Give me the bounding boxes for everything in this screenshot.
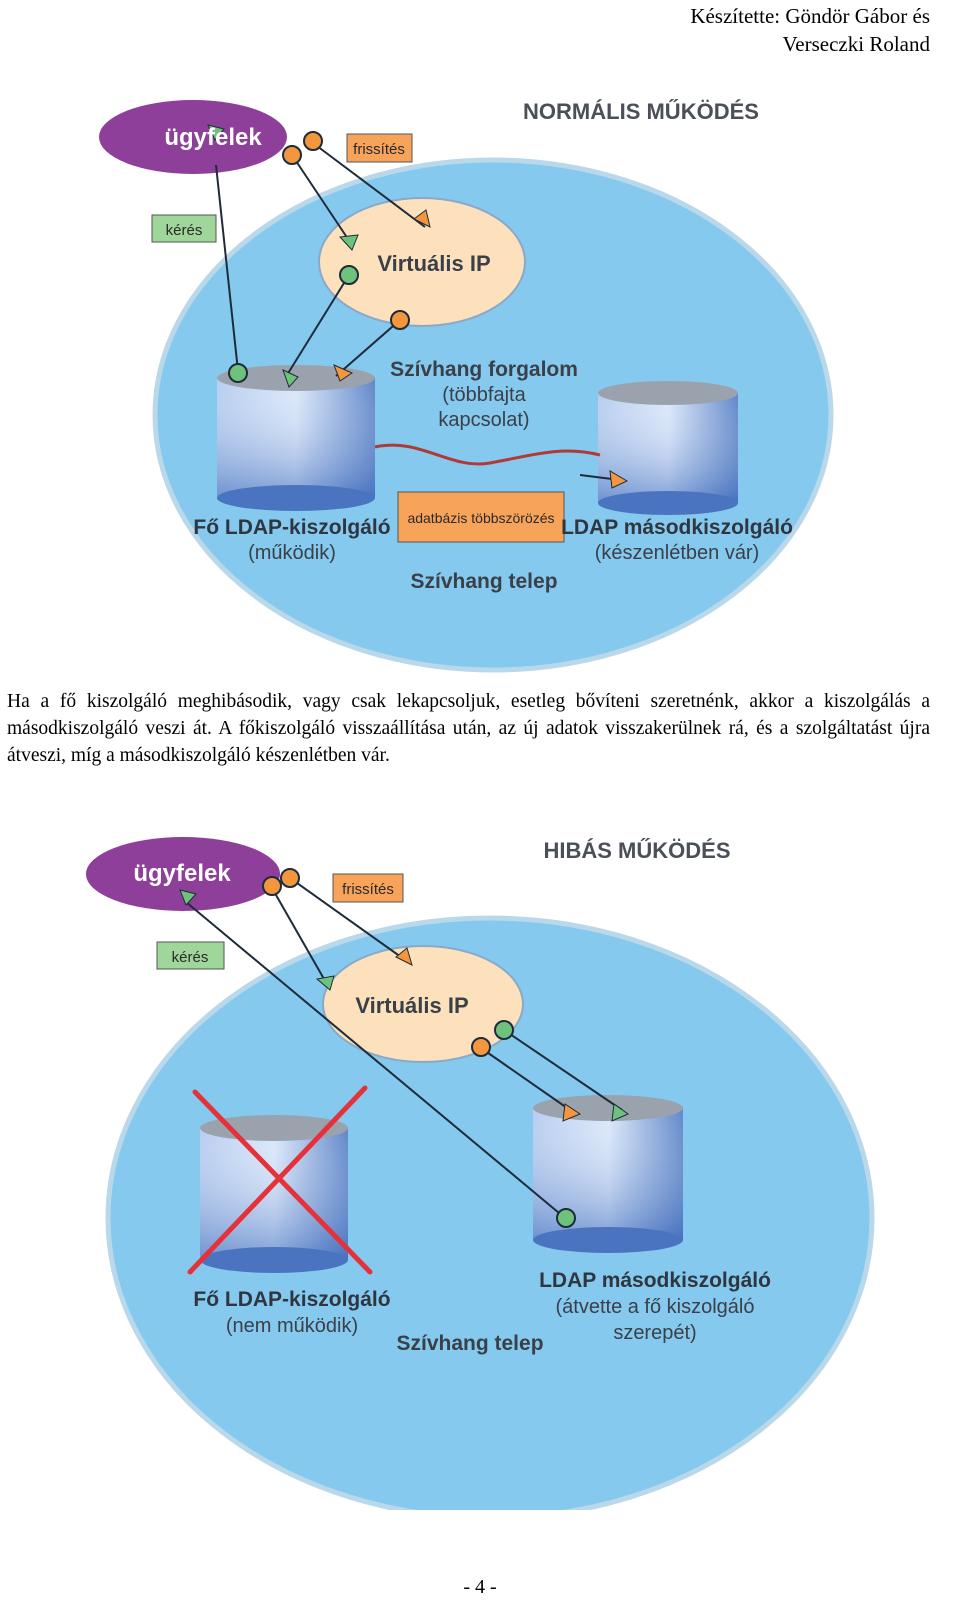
connection-dot bbox=[339, 265, 359, 285]
connection-lines bbox=[215, 142, 621, 481]
connection-dot bbox=[303, 131, 323, 151]
failure-cross-icon bbox=[187, 1085, 373, 1275]
secondary-server-cylinder bbox=[598, 381, 738, 515]
virtual-ip-label: Virtuális IP bbox=[355, 993, 468, 1018]
arrow-head bbox=[282, 369, 299, 388]
cluster-label: Szívhang telep bbox=[410, 570, 557, 593]
request-tag-label: kérés bbox=[166, 222, 203, 239]
primary-server-status: (működik) bbox=[248, 542, 336, 564]
cluster-label: Szívhang telep bbox=[396, 1332, 543, 1355]
connection-dot bbox=[471, 1037, 491, 1057]
clients-ellipse bbox=[86, 837, 280, 911]
secondary-server-label: LDAP másodkiszolgáló bbox=[561, 516, 793, 539]
virtual-ip-label: Virtuális IP bbox=[377, 251, 490, 276]
primary-server-label: Fő LDAP-kiszolgáló bbox=[193, 1288, 390, 1311]
arrow-head bbox=[609, 470, 629, 489]
arrow-head bbox=[315, 975, 335, 991]
replication-tag bbox=[397, 491, 565, 543]
primary-server-cylinder bbox=[217, 365, 375, 511]
arrow-head bbox=[611, 1103, 630, 1122]
failed-primary-cylinder bbox=[200, 1115, 348, 1273]
arrow-head bbox=[395, 947, 413, 966]
cluster-ellipse bbox=[105, 915, 875, 1510]
connection-dot bbox=[282, 145, 302, 165]
refresh-tag bbox=[332, 873, 404, 903]
secondary-server-status-1: (átvette a fő kiszolgáló bbox=[556, 1296, 755, 1318]
request-tag bbox=[156, 941, 225, 970]
cluster-ellipse bbox=[152, 157, 834, 673]
connection-dot bbox=[494, 1020, 514, 1040]
secondary-server-status: (készenlétben vár) bbox=[595, 542, 760, 564]
replication-tag-label: adatbázis többszörözés bbox=[407, 510, 554, 526]
diagram-title: HIBÁS MŰKÖDÉS bbox=[543, 838, 730, 863]
secondary-server-status-2: szerepét) bbox=[613, 1322, 696, 1344]
refresh-tag-label: frissítés bbox=[353, 141, 405, 158]
request-tag bbox=[151, 214, 217, 243]
clients-label: ügyfelek bbox=[133, 860, 231, 887]
arrow-head bbox=[179, 889, 197, 906]
connection-dot bbox=[390, 310, 410, 330]
arrow-head bbox=[333, 364, 354, 382]
author-header: Készítette: Göndör Gábor és Verseczki Ro… bbox=[690, 2, 930, 58]
primary-server-label: Fő LDAP-kiszolgáló bbox=[193, 516, 390, 539]
secondary-server-cylinder bbox=[533, 1095, 683, 1253]
clients-label: ügyfelek bbox=[164, 124, 262, 151]
body-paragraph: Ha a fő kiszolgáló meghibásodik, vagy cs… bbox=[7, 691, 930, 766]
connection-dot bbox=[228, 363, 248, 383]
clients-ellipse bbox=[99, 100, 287, 174]
author-line-2: Verseczki Roland bbox=[782, 32, 930, 56]
author-line-1: Készítette: Göndör Gábor és bbox=[690, 4, 930, 28]
heartbeat-line bbox=[374, 443, 601, 466]
request-tag-label: kérés bbox=[172, 949, 209, 966]
page-number: - 4 - bbox=[463, 1576, 497, 1598]
arrow-head bbox=[562, 1103, 582, 1122]
arrow-head bbox=[207, 124, 225, 141]
heartbeat-traffic-label: Szívhang forgalom bbox=[390, 358, 578, 381]
heartbeat-traffic-sub2: kapcsolat) bbox=[438, 409, 529, 431]
connection-dot bbox=[280, 868, 300, 888]
heartbeat-traffic-sub1: (többfajta bbox=[442, 384, 526, 406]
refresh-tag bbox=[346, 133, 413, 163]
diagram-title: NORMÁLIS MŰKÖDÉS bbox=[523, 99, 759, 124]
primary-server-status: (nem működik) bbox=[226, 1315, 358, 1337]
connection-lines bbox=[185, 877, 623, 1219]
diagram-failure-operation: HIBÁS MŰKÖDÉS ügyfelek frissítés kérés V… bbox=[86, 837, 875, 1510]
refresh-tag-label: frissítés bbox=[342, 881, 394, 898]
arrow-head bbox=[338, 234, 359, 251]
diagram-normal-operation: NORMÁLIS MŰKÖDÉS ügyfelek frissítés kéré… bbox=[99, 99, 834, 673]
virtual-ip-ellipse bbox=[318, 197, 526, 327]
virtual-ip-ellipse bbox=[322, 945, 524, 1063]
secondary-server-label: LDAP másodkiszolgáló bbox=[539, 1269, 771, 1292]
connection-dot bbox=[556, 1208, 576, 1228]
connection-dot bbox=[262, 876, 282, 896]
arrow-head bbox=[413, 209, 431, 228]
